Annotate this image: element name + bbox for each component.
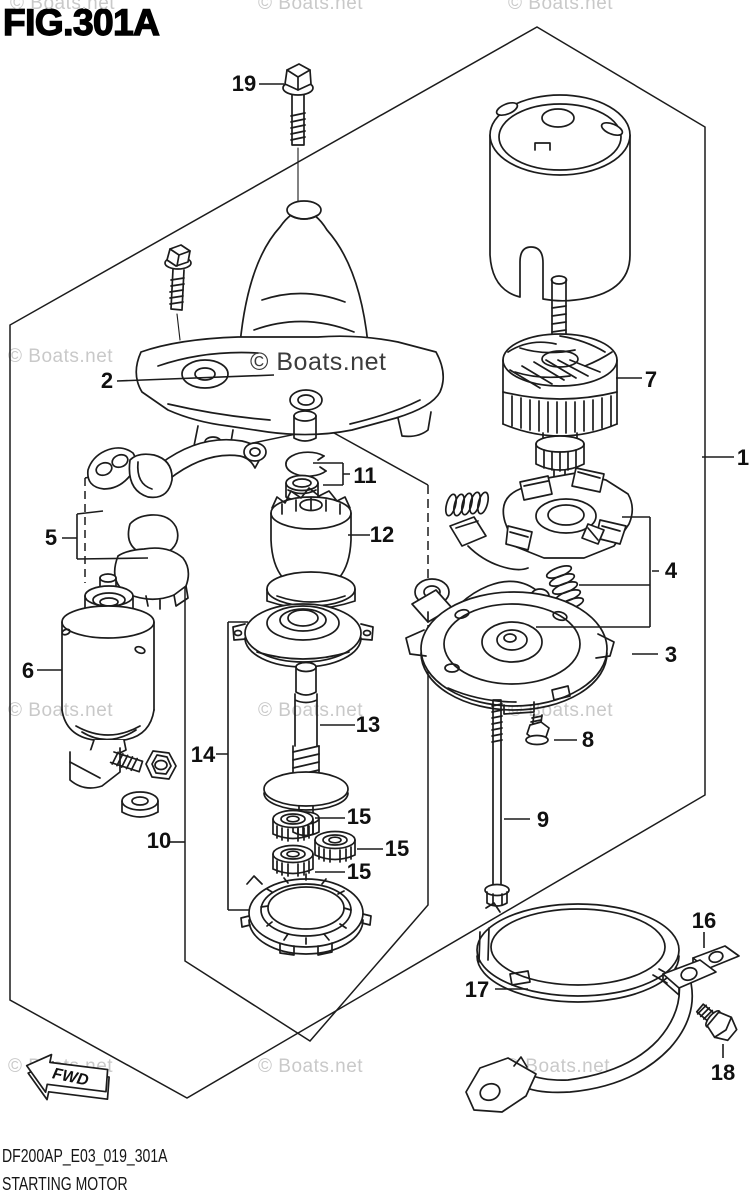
- figure-title: FIG.301A: [2, 1, 160, 43]
- part-15-planet-gear: [314, 830, 356, 863]
- part-label-1: 1: [737, 445, 749, 470]
- part-15-planet-gear: [272, 809, 314, 842]
- watermark-text: © Boats.net: [8, 346, 113, 367]
- part-label-16: 16: [692, 908, 716, 933]
- watermark-text: © Boats.net: [508, 0, 613, 14]
- part-13-drive-shaft: [263, 661, 349, 837]
- part-label-3: 3: [665, 642, 677, 667]
- watermark-text-dark: © Boats.net: [250, 348, 387, 376]
- watermark-text: © Boats.net: [10, 0, 115, 14]
- part-6-solenoid: [61, 573, 177, 818]
- part-label-2: 2: [101, 368, 113, 393]
- part-label-4: 4: [665, 558, 678, 583]
- part-label-6: 6: [22, 658, 34, 683]
- figure-caption: STARTING MOTOR: [2, 1174, 128, 1194]
- part-16-bracket: [662, 945, 740, 996]
- drawing-code: DF200AP_E03_019_301A: [2, 1146, 168, 1166]
- outer-border: [9, 26, 706, 1099]
- part-label-5: 5: [45, 525, 57, 550]
- fwd-arrow: FWD: [25, 1053, 110, 1101]
- part-label-11: 11: [353, 463, 376, 488]
- part-label-13: 13: [356, 712, 380, 737]
- callout-leaders: [37, 83, 734, 1058]
- part-5-shift-lever-set: [86, 438, 267, 610]
- watermark-text: © Boats.net: [258, 1056, 363, 1077]
- watermark-text: © Boats.net: [258, 0, 363, 14]
- part-17-clamp-band: [465, 902, 694, 1113]
- watermark-text: © Boats.net: [8, 700, 113, 721]
- center-bearing-plate: [232, 603, 374, 668]
- part-label-14: 14: [191, 742, 216, 767]
- part-label-8: 8: [582, 727, 594, 752]
- part-12-pinion-gear: [266, 487, 356, 610]
- part-label-15: 15: [385, 836, 409, 861]
- part-2-gear-housing: [135, 200, 445, 452]
- part-11-ring-set: [285, 451, 327, 502]
- part-label-7: 7: [645, 367, 657, 392]
- part-label-18: 18: [711, 1060, 735, 1085]
- part-label-19: 19: [232, 71, 256, 96]
- bolt-9: [484, 699, 510, 907]
- part-15-planet-gear: [272, 844, 314, 877]
- bolt-18: [695, 1003, 738, 1042]
- motor-housing: [489, 94, 631, 302]
- part-label-15: 15: [347, 859, 371, 884]
- part-7-armature: [502, 275, 618, 484]
- bolt-housing: [164, 244, 192, 341]
- bolt-8: [525, 713, 550, 746]
- part-label-17: 17: [465, 977, 489, 1002]
- internal-ring-gear: [240, 873, 372, 956]
- callout-labels: 19 2 5 6 7 1 11 12 13 14 10 15 15 15 4 3…: [22, 71, 749, 1085]
- part-label-9: 9: [537, 807, 549, 832]
- part-label-10: 10: [147, 828, 171, 853]
- part-3-end-cover: [405, 591, 615, 715]
- part-label-15: 15: [347, 804, 371, 829]
- watermark-text: © Boats.net: [258, 700, 363, 721]
- part-label-12: 12: [370, 522, 394, 547]
